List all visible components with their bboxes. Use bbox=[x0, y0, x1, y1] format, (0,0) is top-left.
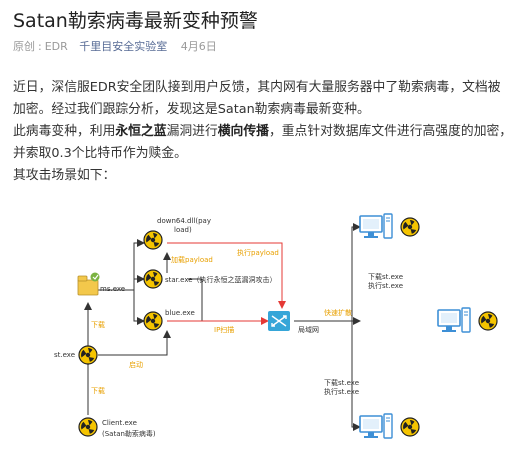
edge-label-r2a: 下载st.exe bbox=[324, 378, 359, 387]
edge-star-to-blue bbox=[188, 278, 203, 321]
node-lan-label: 局域网 bbox=[298, 325, 319, 334]
author-name: EDR bbox=[44, 40, 68, 53]
node-down64-label-2: load) bbox=[174, 226, 192, 234]
computer-icon-3 bbox=[359, 413, 393, 439]
edge-label-fast-spread: 快速扩散 bbox=[324, 308, 352, 317]
pc2-hazard-icon bbox=[478, 311, 498, 331]
account-link[interactable]: 千里目安全实验室 bbox=[79, 40, 168, 53]
edge-exec-payload bbox=[167, 242, 286, 309]
original-label: 原创 bbox=[13, 40, 35, 53]
pc1-hazard-icon bbox=[400, 217, 420, 237]
computer-icon-2 bbox=[437, 307, 471, 333]
edge-st-launch bbox=[98, 330, 171, 356]
node-ms-label: ms.exe bbox=[100, 285, 125, 293]
computer-icon-1 bbox=[359, 213, 393, 239]
network-switch-icon bbox=[268, 311, 290, 331]
attack-scenario-diagram: 下载 加载payload 执行payload IP扫描 启动 下载 快速扩散 下… bbox=[54, 213, 498, 439]
edge-ms-to-blue bbox=[133, 290, 145, 325]
variant-text-suffix: ，重点针对数据库文件进行高强度的加密，并索取0.3个比特币作为赎金。 bbox=[13, 124, 513, 161]
st-hazard-icon bbox=[78, 345, 98, 365]
edge-label-launch: 启动 bbox=[129, 360, 143, 369]
paragraph-variant: 此病毒变种，利用永恒之蓝漏洞进行横向传播，重点针对数据库文件进行高强度的加密，并… bbox=[13, 121, 513, 165]
publish-date: 4月6日 bbox=[180, 40, 217, 53]
edge-ms-to-down64 bbox=[88, 239, 145, 291]
eternalblue-bold: 永恒之蓝 bbox=[115, 124, 167, 139]
node-down64-label: down64.dll(pay bbox=[157, 217, 211, 225]
edge-label-exec-payload: 执行payload bbox=[237, 248, 279, 257]
article-meta: 原创:EDR 千里目安全实验室 4月6日 bbox=[13, 40, 217, 53]
edge-label-r1a: 下载st.exe bbox=[368, 272, 403, 281]
node-client-label-2: (Satan勒索病毒) bbox=[102, 429, 156, 438]
edge-label-load-payload: 加载payload bbox=[171, 255, 213, 264]
pc3-hazard-icon bbox=[400, 417, 420, 437]
down64-hazard-icon bbox=[143, 230, 163, 250]
node-star-label: star.exe（执行永恒之蓝漏洞攻击） bbox=[165, 275, 277, 284]
folder-icon bbox=[77, 272, 100, 296]
node-st-label: st.exe bbox=[54, 351, 75, 359]
node-client-label: Client.exe bbox=[102, 419, 137, 427]
blue-hazard-icon bbox=[143, 311, 163, 331]
edge-label-download2: 下载 bbox=[91, 386, 105, 395]
edge-label-download1: 下载 bbox=[91, 320, 105, 329]
variant-text-mid: 漏洞进行 bbox=[166, 124, 218, 139]
article-title: Satan勒索病毒最新变种预警 bbox=[13, 10, 258, 32]
paragraph-intro: 近日，深信服EDR安全团队接到用户反馈，其内网有大量服务器中了勒索病毒，文档被加… bbox=[13, 80, 501, 117]
edge-label-ip-scan: IP扫描 bbox=[214, 325, 234, 334]
edge-lan-to-pc3 bbox=[351, 321, 361, 431]
client-hazard-icon bbox=[78, 417, 98, 437]
variant-text-prefix: 此病毒变种，利用 bbox=[13, 124, 116, 139]
edge-label-r2b: 执行st.exe bbox=[324, 387, 359, 396]
paragraph-scenario: 其攻击场景如下： bbox=[13, 168, 116, 183]
star-hazard-icon bbox=[143, 269, 163, 289]
edge-label-r1b: 执行st.exe bbox=[368, 281, 403, 290]
edge-lan-to-pc1 bbox=[351, 223, 361, 321]
lateral-movement-bold: 横向传播 bbox=[217, 124, 269, 139]
node-blue-label: blue.exe bbox=[165, 309, 195, 317]
